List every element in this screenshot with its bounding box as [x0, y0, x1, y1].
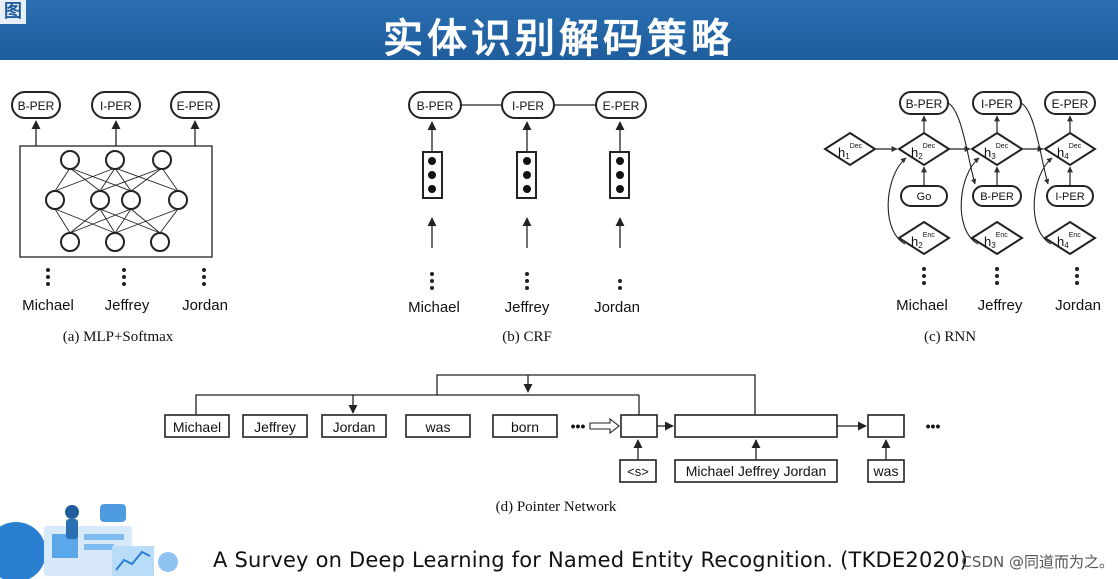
crf-tag-b: B-PER	[417, 99, 454, 113]
rnn-tag-i: I-PER	[981, 97, 1013, 111]
pointer-caption: (d) Pointer Network	[496, 499, 617, 515]
rnn-enc-h4: h4Enc	[1057, 232, 1081, 250]
pointer-word-2: Jeffrey	[254, 419, 296, 435]
decorative-illustration	[0, 504, 178, 579]
rnn-tag-b: B-PER	[906, 97, 943, 111]
rnn-token-1: Michael	[896, 297, 948, 314]
pointer-ellipsis-end: •••	[926, 418, 941, 434]
pointer-span-input: Michael Jeffrey Jordan	[686, 463, 827, 479]
pointer-word-4: was	[425, 419, 451, 435]
panel-pointer	[164, 374, 905, 483]
pointer-next-input: was	[873, 463, 899, 479]
crf-tag-e: E-PER	[603, 99, 640, 113]
mlp-tag-b: B-PER	[18, 99, 55, 113]
pointer-word-1: Michael	[173, 419, 221, 435]
mlp-tag-i: I-PER	[100, 99, 132, 113]
mlp-tag-e: E-PER	[177, 99, 214, 113]
slide-title: 实体识别解码策略	[383, 16, 735, 62]
rnn-input-go: Go	[917, 191, 932, 203]
crf-tag-i: I-PER	[512, 99, 544, 113]
rnn-dec-h3: h3Dec	[984, 143, 1009, 161]
panel-mlp	[11, 91, 220, 286]
crf-caption: (b) CRF	[502, 329, 552, 345]
rnn-tag-e: E-PER	[1052, 97, 1089, 111]
mlp-token-2: Jeffrey	[105, 297, 150, 314]
rnn-dec-h1: h1Dec	[838, 143, 863, 161]
title-banner	[0, 0, 1118, 60]
mlp-caption: (a) MLP+Softmax	[63, 329, 174, 345]
rnn-enc-h3: h3Enc	[984, 232, 1008, 250]
rnn-token-3: Jordan	[1055, 297, 1101, 314]
pointer-ellipsis-mid: •••	[571, 418, 586, 434]
crf-token-2: Jeffrey	[505, 299, 550, 316]
rnn-enc-h2: h2Enc	[911, 232, 935, 250]
image-icon[interactable]: 图	[0, 0, 26, 24]
pointer-word-3: Jordan	[333, 419, 376, 435]
rnn-input-b: B-PER	[980, 191, 1014, 203]
pointer-start-token: <s>	[627, 464, 649, 479]
rnn-token-2: Jeffrey	[978, 297, 1023, 314]
panel-rnn	[823, 91, 1097, 285]
mlp-token-1: Michael	[22, 297, 74, 314]
crf-token-1: Michael	[408, 299, 460, 316]
crf-token-3: Jordan	[594, 299, 640, 316]
pointer-word-5: born	[511, 419, 539, 435]
csdn-watermark: CSDN @同道而为之。	[961, 553, 1114, 571]
panel-crf	[408, 91, 647, 290]
rnn-caption: (c) RNN	[924, 329, 976, 345]
citation: A Survey on Deep Learning for Named Enti…	[213, 548, 969, 572]
rnn-input-i: I-PER	[1055, 191, 1084, 203]
rnn-dec-h4: h4Dec	[1057, 143, 1082, 161]
rnn-dec-h2: h2Dec	[911, 143, 936, 161]
mlp-token-3: Jordan	[182, 297, 228, 314]
